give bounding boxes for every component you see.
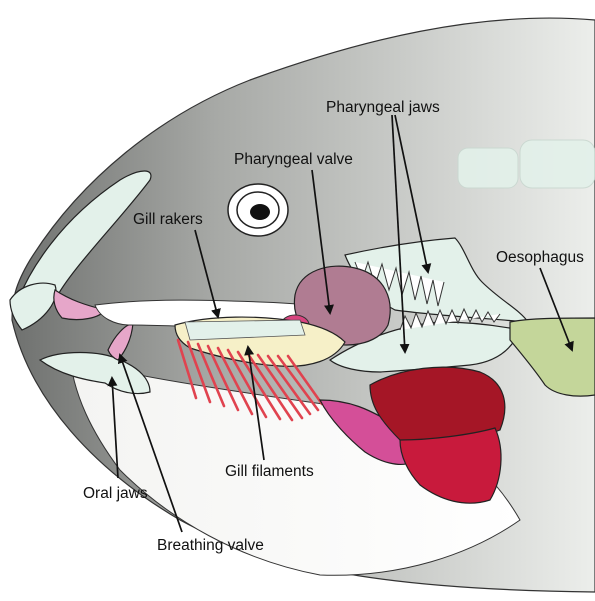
eye-pupil [250, 204, 270, 220]
label-gill-rakers: Gill rakers [133, 211, 203, 228]
label-gill-filaments: Gill filaments [225, 463, 314, 480]
label-breathing-valve: Breathing valve [157, 537, 264, 554]
label-pharyngeal-valve: Pharyngeal valve [234, 151, 353, 168]
label-pharyngeal-jaws: Pharyngeal jaws [326, 99, 440, 116]
label-oesophagus: Oesophagus [496, 249, 584, 266]
label-oral-jaws: Oral jaws [83, 485, 148, 502]
